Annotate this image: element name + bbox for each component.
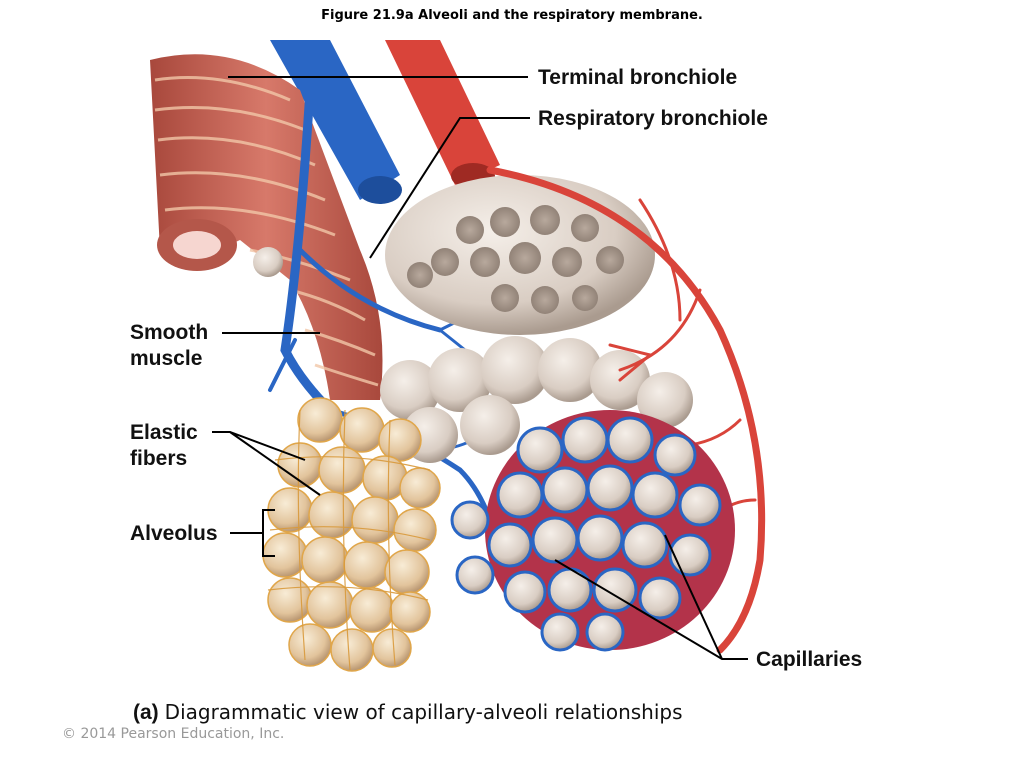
- caption-text: Diagrammatic view of capillary-alveoli r…: [164, 700, 683, 724]
- label-elastic-fibers-line1: Elastic: [130, 421, 198, 444]
- leader-respiratory-bronchiole: [369, 117, 530, 259]
- label-smooth-muscle-line1: Smooth: [130, 321, 209, 344]
- elastic-fiber-lines: [267, 409, 431, 671]
- artery-top: [385, 40, 500, 185]
- alveolar-sac-middle: [380, 336, 693, 463]
- small-alveolus: [253, 247, 283, 277]
- elastic-alveoli: [262, 397, 441, 672]
- figure-caption: (a)Diagrammatic view of capillary-alveol…: [133, 700, 683, 725]
- leader-elastic-fibers: [212, 431, 321, 496]
- leader-capillaries: [554, 534, 748, 660]
- vein-top: [270, 40, 400, 200]
- label-elastic-fibers: Elastic fibers: [130, 420, 198, 472]
- label-elastic-fibers-line2: fibers: [130, 447, 188, 470]
- label-smooth-muscle-line2: muscle: [130, 347, 203, 370]
- copyright-notice: © 2014 Pearson Education, Inc.: [62, 726, 285, 742]
- terminal-bronchiole-tube: [150, 54, 383, 401]
- vein-opening: [358, 176, 402, 204]
- alveolar-sac-cut: [385, 175, 655, 335]
- label-respiratory-bronchiole: Respiratory bronchiole: [538, 107, 768, 130]
- capillary-alveoli: [450, 410, 735, 652]
- label-capillaries: Capillaries: [756, 648, 863, 671]
- label-smooth-muscle: Smooth muscle: [130, 320, 208, 372]
- label-terminal-bronchiole: Terminal bronchiole: [538, 66, 738, 89]
- caption-tag: (a): [133, 701, 159, 724]
- figure-title: Figure 21.9a Alveoli and the respiratory…: [321, 8, 703, 23]
- label-alveolus: Alveolus: [130, 522, 218, 545]
- muscle-bands: [154, 76, 379, 387]
- leader-alveolus: [230, 509, 275, 557]
- leader-lines: [212, 76, 748, 660]
